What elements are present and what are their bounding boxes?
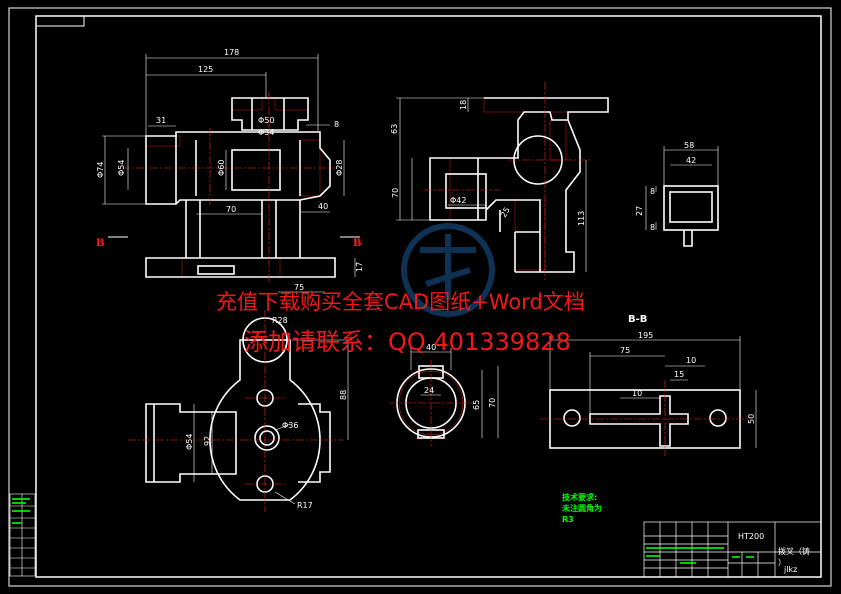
title-block	[643, 521, 822, 578]
dim-phi28: Φ28	[335, 160, 344, 176]
watermark-logo-icon	[401, 223, 495, 317]
dim-75: 75	[294, 283, 304, 292]
notes-line-2: 未注圆角为	[561, 503, 602, 513]
dim-113: 113	[577, 211, 586, 226]
front-section-view: 178 125 31 Φ50 Φ34 8 Φ74 Φ54 Φ60 Φ28 70 …	[96, 48, 364, 293]
dim-10-mid: 10	[632, 389, 642, 398]
dim-92: 92	[203, 436, 212, 446]
dim-phi60: Φ60	[217, 160, 226, 176]
small-cross-section: 58 42 27 8 8	[635, 141, 719, 247]
notes-line-1: 技术要求:	[562, 492, 597, 502]
dim-75-bb: 75	[620, 346, 630, 355]
section-bb-view: 195 75 10 15 10 50 B-B	[540, 314, 757, 456]
section-label-bb: B-B	[628, 314, 647, 325]
dim-r28: R28	[272, 316, 288, 325]
dim-phi36: Φ36	[282, 421, 298, 430]
dim-40: 40	[318, 202, 328, 211]
dim-24: 24	[424, 386, 434, 395]
dim-125: 125	[198, 65, 213, 74]
dim-63: 63	[390, 124, 399, 134]
dim-r17: R17	[297, 501, 313, 510]
dim-195: 195	[638, 331, 653, 340]
dim-8-bottom: 8	[650, 223, 655, 232]
dim-18: 18	[459, 100, 468, 110]
dim-70-side: 70	[391, 188, 400, 198]
dim-17: 17	[355, 262, 364, 272]
dim-178: 178	[224, 48, 239, 57]
left-strip-table	[9, 493, 36, 577]
dim-40-ring: 40	[426, 343, 436, 352]
title-material: HT200	[738, 532, 764, 541]
title-org: jlkz	[783, 565, 797, 574]
dim-58: 58	[684, 141, 694, 150]
dim-25: 25	[499, 206, 512, 219]
dim-65: 65	[472, 400, 481, 410]
dim-50: 50	[747, 414, 756, 424]
dim-phi50: Φ50	[258, 116, 274, 125]
title-part-name-end: ）	[778, 558, 786, 567]
outer-frame	[8, 7, 832, 587]
dim-70: 70	[226, 205, 236, 214]
dim-10-top: 10	[686, 356, 696, 365]
section-label-b-left: B	[96, 238, 104, 249]
dim-phi34: Φ34	[258, 128, 274, 137]
dim-phi54-top: Φ54	[185, 434, 194, 450]
notes-line-3: R3	[562, 515, 574, 524]
top-view: R28 88 Φ54 92 Φ36 R17	[128, 310, 352, 512]
dim-27: 27	[635, 206, 644, 216]
dim-phi74: Φ74	[96, 162, 105, 178]
dim-phi54: Φ54	[117, 160, 126, 176]
dim-31: 31	[156, 116, 166, 125]
dim-42-inner: 42	[686, 156, 696, 165]
dim-phi42: Φ42	[450, 196, 466, 205]
side-section-view: 63 18 70 Φ42 25 113	[390, 82, 609, 280]
ring-view: 40 24 65 70	[390, 343, 499, 446]
inner-frame	[35, 15, 822, 578]
corner-tag	[35, 15, 85, 27]
dim-15: 15	[674, 370, 684, 379]
title-part-name: 拨叉（铸	[778, 546, 810, 556]
section-label-b-right: B	[353, 238, 361, 249]
dim-88: 88	[339, 390, 348, 400]
dim-8-top: 8	[650, 187, 655, 196]
dim-8: 8	[334, 120, 339, 129]
dim-70-ring: 70	[488, 398, 497, 408]
